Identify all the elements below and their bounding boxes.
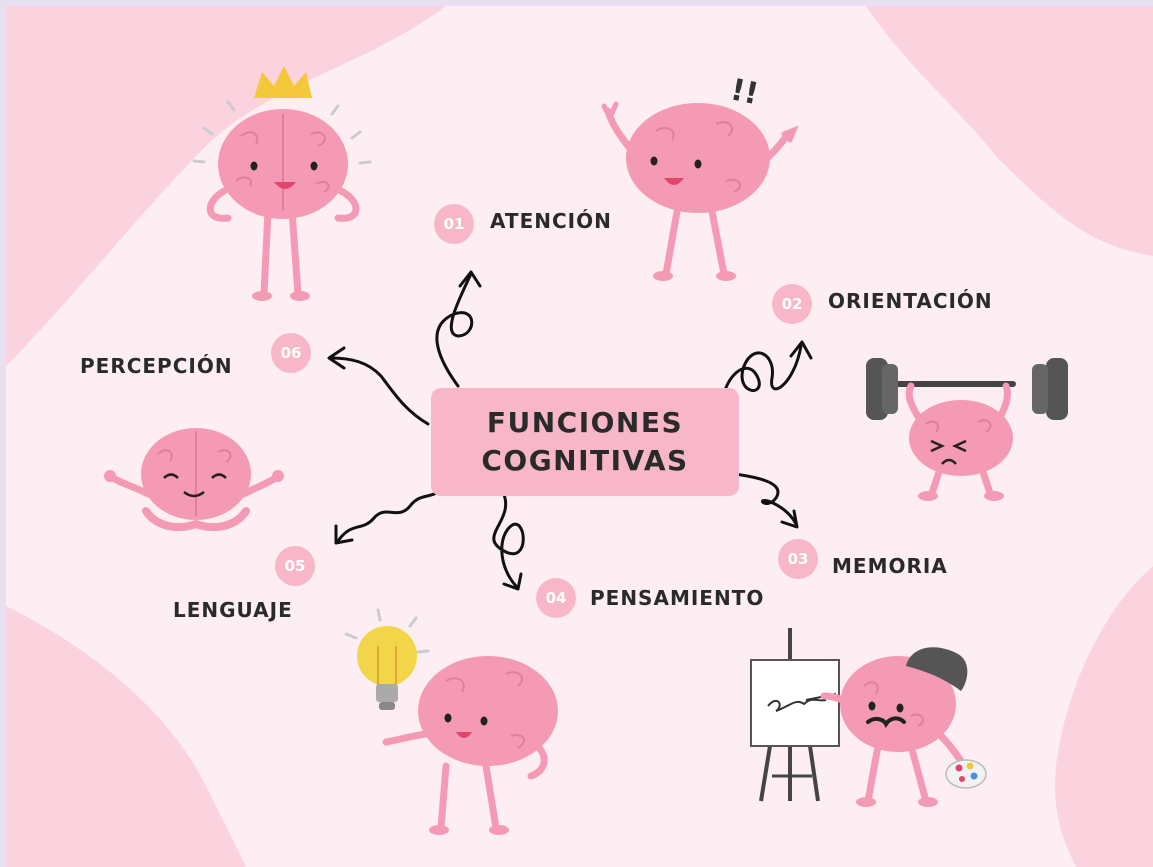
brain-with-crown-icon [192, 66, 372, 301]
brain-painting-icon [750, 628, 987, 807]
arrow-to-lenguaje [334, 472, 456, 545]
exclamation-text: !! [727, 72, 761, 112]
mind-map-canvas: !! [6, 6, 1153, 867]
node-02-label: ORIENTACIÓN [828, 289, 993, 313]
node-01-badge: 01 [434, 204, 474, 244]
brain-lifting-weights-icon [866, 358, 1068, 501]
node-04-label: PENSAMIENTO [590, 586, 765, 610]
node-03-badge: 03 [778, 539, 818, 579]
node-04-badge: 04 [536, 578, 576, 618]
meditating-brain-icon [104, 428, 284, 532]
node-01-label: ATENCIÓN [490, 209, 612, 233]
node-05-label: LENGUAJE [173, 598, 293, 622]
title-line-1: FUNCIONES [486, 406, 684, 439]
node-03-label: MEMORIA [832, 554, 948, 578]
node-02-badge: 02 [772, 284, 812, 324]
title-line-2: COGNITIVAS [481, 444, 689, 477]
background-blobs [6, 6, 1153, 867]
node-06-badge: 06 [271, 333, 311, 373]
illustrations: !! [104, 66, 1068, 835]
excited-brain-icon: !! [601, 72, 799, 281]
arrow-to-orientacion [721, 340, 813, 416]
arrow-to-pensamiento [492, 490, 525, 591]
connector-arrows [327, 270, 813, 591]
arrow-to-percepcion [327, 346, 430, 426]
arrow-to-atencion [435, 270, 482, 388]
central-title-box: FUNCIONES COGNITIVAS [431, 388, 739, 496]
node-05-badge: 05 [275, 546, 315, 586]
brain-with-lightbulb-icon [344, 608, 558, 835]
arrow-to-memoria [716, 470, 799, 529]
node-06-label: PERCEPCIÓN [80, 354, 233, 378]
